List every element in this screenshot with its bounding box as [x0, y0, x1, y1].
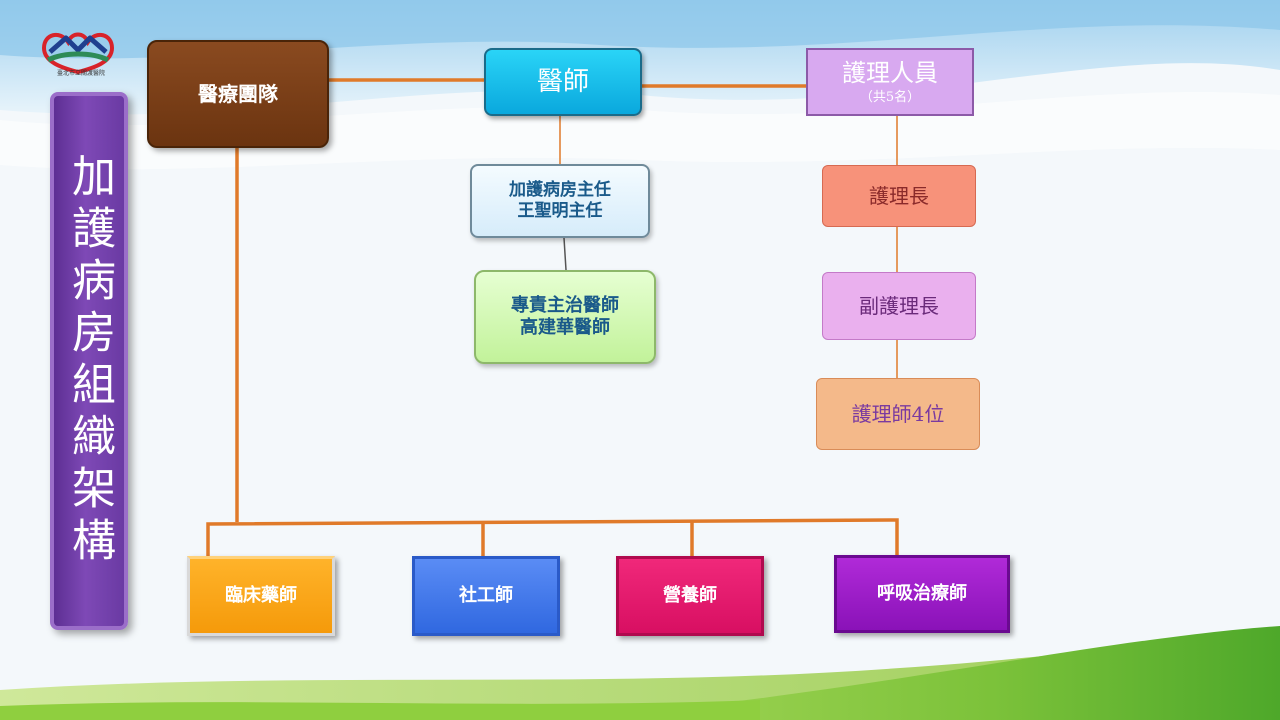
node-nurses-count-label: 護理師4位 — [851, 401, 945, 426]
connector-bottom-bus — [206, 518, 899, 556]
node-medical-team-label: 醫療團隊 — [198, 81, 278, 106]
title-bar: 加護病房組織架構 — [50, 92, 128, 630]
node-attending-name: 高建華醫師 — [520, 317, 610, 338]
hospital-logo-icon — [41, 32, 115, 75]
node-respiratory-therapist-label: 呼吸治療師 — [877, 582, 967, 604]
node-deputy-head-nurse-label: 副護理長 — [859, 293, 939, 318]
node-nurses-count: 護理師4位 — [816, 378, 980, 450]
page-title: 加護病房組織架構 — [64, 153, 115, 569]
node-respiratory-therapist: 呼吸治療師 — [834, 555, 1010, 633]
node-attending-title: 專責主治醫師 — [511, 294, 619, 316]
node-doctor: 醫師 — [484, 48, 642, 116]
node-nursing-staff-label: 護理人員 — [842, 58, 938, 87]
node-nutritionist-label: 營養師 — [663, 584, 717, 606]
hospital-logo-caption: 臺北市立關渡醫院 — [56, 70, 105, 77]
node-head-nurse: 護理長 — [822, 165, 976, 227]
node-head-nurse-label: 護理長 — [869, 183, 929, 208]
node-clinical-pharmacist: 臨床藥師 — [187, 556, 335, 636]
node-clinical-pharmacist-label: 臨床藥師 — [225, 584, 297, 606]
connector-director-attending — [563, 237, 567, 271]
node-nursing-staff: 護理人員 （共5名） — [806, 48, 974, 116]
node-icu-director: 加護病房主任 王聖明主任 — [470, 164, 650, 238]
node-medical-team: 醫療團隊 — [147, 40, 329, 148]
node-attending-physician: 專責主治醫師 高建華醫師 — [474, 270, 656, 364]
node-icu-director-title: 加護病房主任 — [509, 179, 611, 200]
node-doctor-label: 醫師 — [536, 66, 589, 97]
node-deputy-head-nurse: 副護理長 — [822, 272, 976, 340]
node-social-worker-label: 社工師 — [459, 584, 513, 606]
node-nutritionist: 營養師 — [616, 556, 764, 636]
node-icu-director-name: 王聖明主任 — [517, 201, 603, 221]
node-social-worker: 社工師 — [412, 556, 560, 636]
node-nursing-staff-count: （共5名） — [859, 89, 921, 105]
